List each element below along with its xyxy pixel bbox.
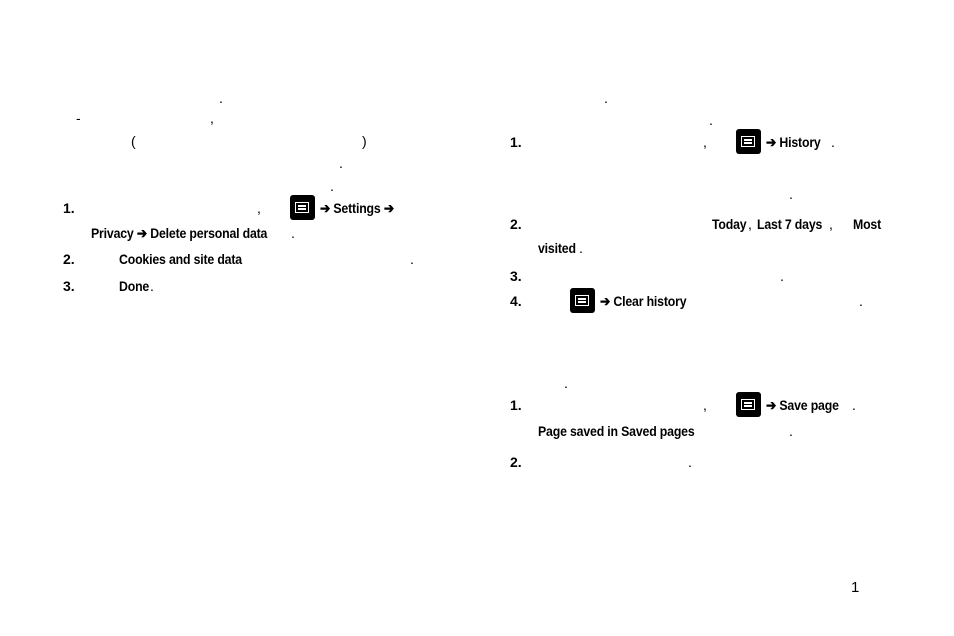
option-label: Cookies and site data	[119, 251, 242, 267]
step-fragment: .	[789, 423, 793, 439]
step-fragment: ,	[703, 397, 707, 413]
step-fragment: .	[291, 225, 295, 241]
step-number: 4.	[510, 293, 522, 309]
step-number: 3.	[63, 278, 75, 294]
paragraph-fragment: (	[131, 133, 136, 149]
step-fragment: ,	[703, 134, 707, 150]
step-fragment: .	[688, 454, 692, 470]
step-number: 1.	[63, 200, 75, 216]
step-fragment: ,	[257, 200, 261, 216]
step-fragment: .	[579, 240, 583, 256]
paragraph-fragment: .	[709, 112, 713, 128]
step-number: 1.	[510, 397, 522, 413]
menu-key-icon	[736, 129, 761, 154]
paragraph-fragment: .	[219, 90, 223, 106]
step-fragment: .	[831, 134, 835, 150]
step-number: 3.	[510, 268, 522, 284]
step-fragment: .	[150, 278, 154, 294]
step-number: 2.	[63, 251, 75, 267]
paragraph-fragment: )	[362, 133, 367, 149]
menu-path: ➔ Clear history	[600, 293, 687, 309]
menu-path: ➔ History	[766, 134, 821, 150]
page-number: 1	[851, 579, 860, 596]
menu-path: Privacy ➔ Delete personal data	[91, 225, 268, 241]
option-label: Last 7 days	[757, 216, 823, 232]
menu-key-icon	[736, 392, 761, 417]
paragraph-fragment: .	[339, 155, 343, 171]
menu-path: ➔ Save page	[766, 397, 839, 413]
option-label: Done	[119, 278, 150, 294]
step-fragment: .	[789, 186, 793, 202]
step-fragment: ,	[748, 216, 752, 232]
paragraph-fragment: ,	[210, 110, 214, 126]
step-fragment: .	[852, 397, 856, 413]
menu-key-icon	[570, 288, 595, 313]
step-number: 1.	[510, 134, 522, 150]
option-label: visited	[538, 240, 576, 256]
option-label: Most	[853, 216, 882, 232]
paragraph-fragment: .	[604, 90, 608, 106]
step-number: 2.	[510, 216, 522, 232]
message-text: Page saved in Saved pages	[538, 423, 695, 439]
paragraph-fragment: .	[330, 178, 334, 194]
step-fragment: .	[859, 293, 863, 309]
step-fragment: ,	[829, 216, 833, 232]
step-fragment: .	[410, 251, 414, 267]
step-number: 2.	[510, 454, 522, 470]
paragraph-fragment: -	[76, 110, 81, 126]
menu-key-icon	[290, 195, 315, 220]
step-fragment: .	[780, 268, 784, 284]
option-label: Today	[712, 216, 747, 232]
paragraph-fragment: .	[564, 375, 568, 391]
menu-path: ➔ Settings ➔	[320, 200, 394, 216]
